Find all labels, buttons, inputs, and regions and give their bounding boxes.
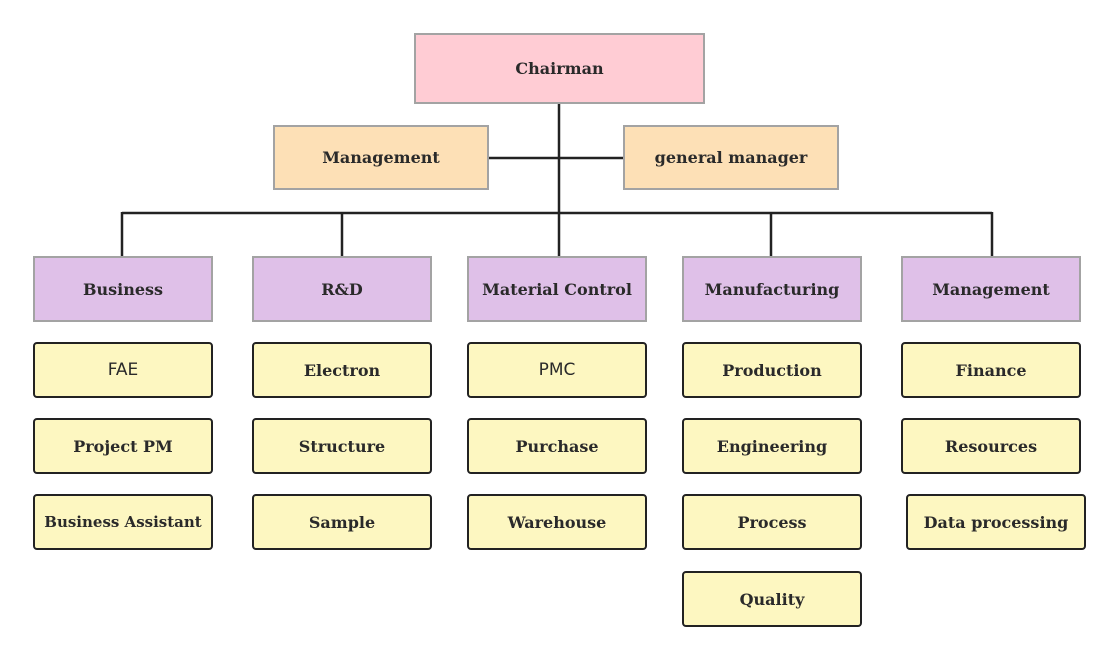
unit-label: Data processing — [923, 512, 1069, 532]
unit-label: PMC — [538, 360, 576, 380]
unit-business-assistant: Business Assistant — [33, 494, 213, 550]
general-manager-label: general manager — [654, 148, 808, 167]
unit-purchase: Purchase — [467, 418, 647, 474]
unit-label: Engineering — [716, 436, 828, 456]
department-label: Material Control — [482, 279, 632, 299]
department-label: Business — [82, 279, 164, 299]
unit-label: Warehouse — [507, 512, 607, 532]
unit-engineering: Engineering — [682, 418, 862, 474]
unit-structure: Structure — [252, 418, 432, 474]
unit-electron: Electron — [252, 342, 432, 398]
management-executive-label: Management — [322, 148, 440, 167]
department-management: Management — [901, 256, 1081, 322]
department-label: Management — [932, 279, 1050, 299]
management-executive-box: Management — [273, 125, 489, 190]
unit-data-processing: Data processing — [906, 494, 1086, 550]
unit-process: Process — [682, 494, 862, 550]
unit-production: Production — [682, 342, 862, 398]
department-business: Business — [33, 256, 213, 322]
general-manager-box: general manager — [623, 125, 839, 190]
unit-fae: FAE — [33, 342, 213, 398]
unit-warehouse: Warehouse — [467, 494, 647, 550]
unit-label: Resources — [944, 436, 1038, 456]
department-label: R&D — [321, 279, 363, 299]
unit-label: FAE — [107, 360, 139, 380]
department-manufacturing: Manufacturing — [682, 256, 862, 322]
chairman-box: Chairman — [414, 33, 705, 104]
unit-label: Production — [722, 360, 822, 380]
unit-sample: Sample — [252, 494, 432, 550]
unit-quality: Quality — [682, 571, 862, 627]
unit-project-pm: Project PM — [33, 418, 213, 474]
department-rnd: R&D — [252, 256, 432, 322]
unit-label: Finance — [955, 360, 1027, 380]
unit-label: Project PM — [73, 436, 173, 456]
unit-label: Sample — [308, 512, 376, 532]
unit-label: Quality — [739, 589, 805, 609]
unit-finance: Finance — [901, 342, 1081, 398]
department-label: Manufacturing — [704, 279, 840, 299]
unit-resources: Resources — [901, 418, 1081, 474]
unit-label: Process — [737, 512, 807, 532]
unit-label: Business Assistant — [44, 513, 202, 531]
chairman-label: Chairman — [515, 59, 604, 78]
unit-label: Electron — [303, 360, 381, 380]
unit-label: Structure — [298, 436, 386, 456]
unit-label: Purchase — [515, 436, 599, 456]
unit-pmc: PMC — [467, 342, 647, 398]
department-material-control: Material Control — [467, 256, 647, 322]
